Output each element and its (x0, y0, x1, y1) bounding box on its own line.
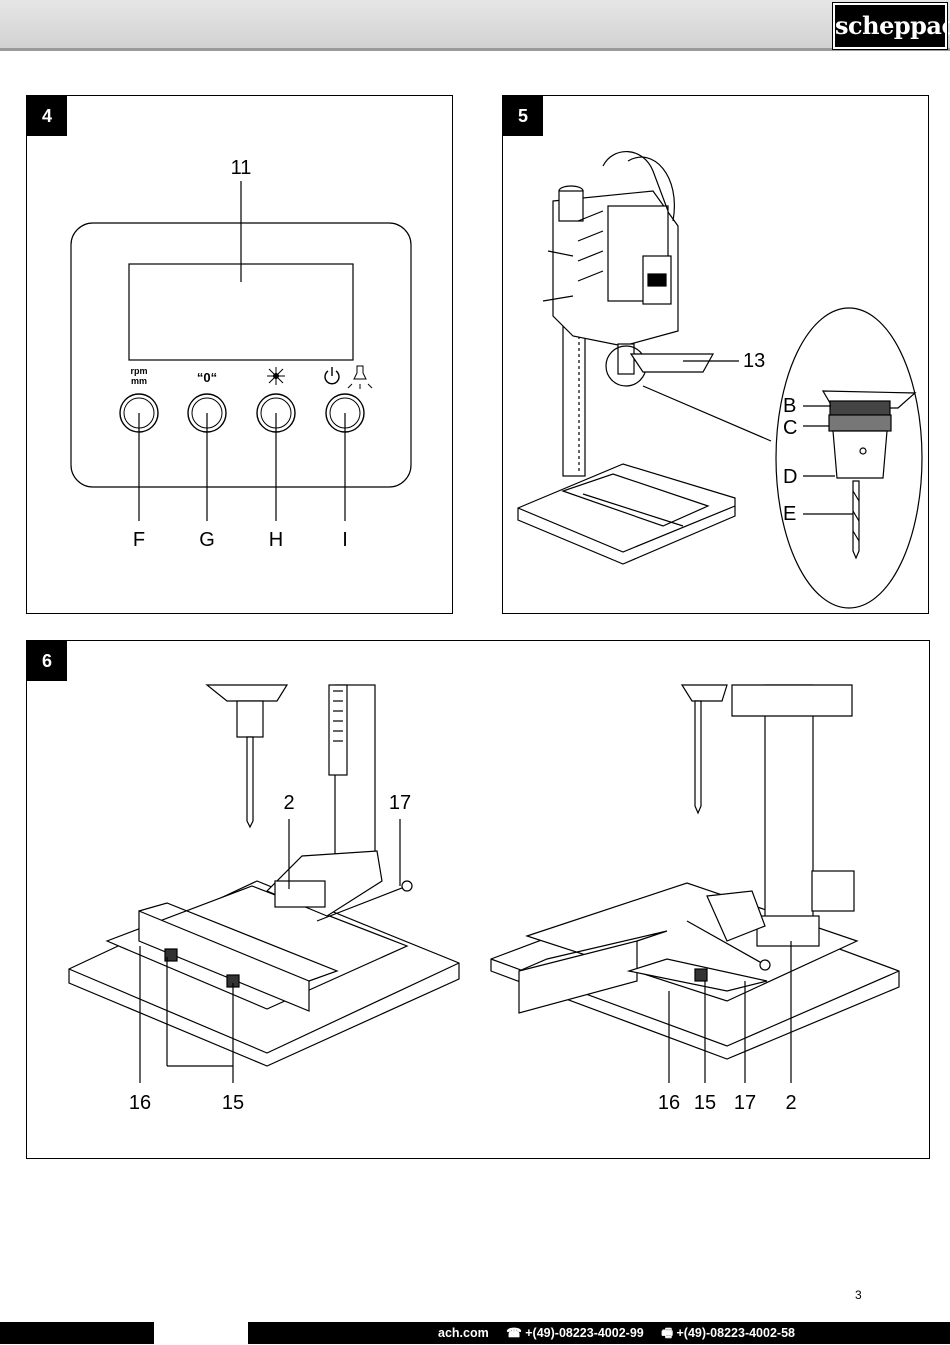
letter-h: H (269, 529, 283, 551)
left-label-16: 16 (129, 1092, 151, 1114)
footer-bar-left (0, 1322, 154, 1344)
letter-f: F (133, 529, 145, 551)
footer-phone: ☎ +(49)-08223-4002-99 (506, 1326, 644, 1340)
drill-press-illustration (517, 151, 736, 565)
right-label-16: 16 (658, 1092, 680, 1114)
label-e: E (783, 503, 796, 525)
display-label: 11 (231, 157, 252, 179)
drill-stand-drawing: 13 B C D E (517, 151, 923, 609)
lamp-icon (347, 365, 373, 389)
left-label-2: 2 (283, 792, 294, 814)
right-label-2: 2 (785, 1092, 796, 1114)
footer-website: ach.com (438, 1326, 489, 1340)
rpm-label: rpm (130, 366, 147, 376)
table-clamping-drawing: 2 17 16 15 16 (68, 684, 900, 1114)
right-label-15: 15 (694, 1092, 716, 1114)
figure-4-number: 4 (27, 96, 67, 136)
label-b: B (783, 395, 796, 417)
chuck-detail (821, 390, 917, 560)
label-c: C (783, 417, 797, 439)
left-label-17: 17 (389, 792, 411, 814)
figure-5-panel: 5 (502, 95, 929, 614)
figure-6-panel: 6 (26, 640, 930, 1159)
laser-icon (267, 367, 285, 385)
figure-5-number: 5 (503, 96, 543, 136)
zero-label: “0“ (197, 370, 217, 385)
left-label-15: 15 (222, 1092, 244, 1114)
right-assembly-illustration (490, 684, 900, 1060)
footer-bar-right (248, 1322, 950, 1344)
control-panel-drawing: 11 rpm mm “0“ (70, 157, 412, 551)
footer-contact: ach.com ☎ +(49)-08223-4002-99 🖷 +(49)-08… (438, 1322, 809, 1344)
right-label-17: 17 (734, 1092, 756, 1114)
letter-g: G (199, 529, 215, 551)
figure-6-number: 6 (27, 641, 67, 681)
header-bar: scheppach (0, 0, 950, 51)
figure-4-panel: 4 11 rpm mm “0“ (26, 95, 453, 614)
page-number: 3 (855, 1288, 862, 1302)
footer-fax: 🖷 +(49)-08223-4002-58 (661, 1326, 795, 1340)
power-icon (324, 367, 340, 385)
label-d: D (783, 466, 797, 488)
mm-label: mm (131, 376, 147, 386)
brand-logo: scheppach (832, 2, 950, 50)
letter-i: I (342, 529, 348, 551)
label-13: 13 (743, 350, 765, 372)
